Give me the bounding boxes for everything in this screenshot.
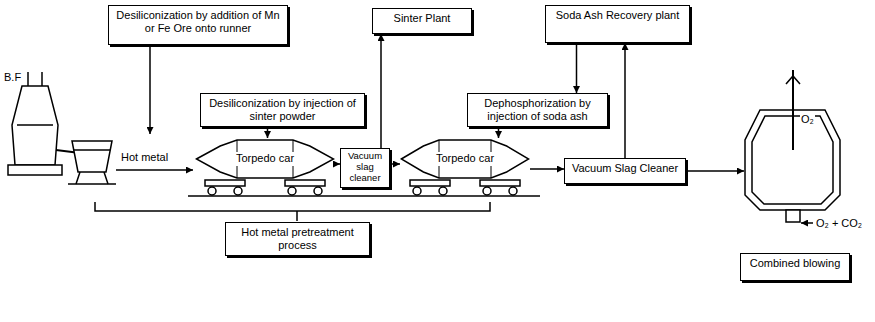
node-text: Combined blowing	[746, 257, 844, 270]
to-converter-arrow	[687, 170, 744, 172]
plant-box: Sinter Plant	[372, 8, 472, 34]
node-text: Torpedo car	[434, 152, 496, 165]
node-text: Vacuum Slag Cleaner	[570, 162, 680, 175]
plant-box: Soda Ash Recovery plant	[545, 5, 690, 43]
blast-furnace	[8, 72, 80, 175]
node-text: Dephosphorization by injection of soda a…	[473, 97, 602, 123]
node-text: Vacuum slag cleaner	[343, 151, 387, 184]
gas-label: O₂	[800, 112, 815, 126]
process-box: Combined blowing	[740, 253, 850, 281]
node-text: Hot metal pretreatment process	[231, 226, 364, 252]
ladle	[68, 141, 116, 184]
process-label-box: Hot metal pretreatment process	[225, 222, 370, 256]
flow-arrow	[530, 168, 564, 170]
process-box: Desiliconization by injection of sinter …	[200, 93, 365, 127]
flow-arrow	[498, 127, 500, 138]
torpedo-car: Torpedo car	[195, 138, 335, 180]
node-text: Sinter Plant	[378, 12, 466, 25]
flow-arrow	[267, 127, 269, 138]
torpedo-car: Torpedo car	[400, 138, 530, 180]
vacuum-slag-cleaner: Vacuum slag cleaner	[340, 148, 390, 188]
converter	[745, 70, 840, 222]
node-text: Torpedo car	[234, 152, 296, 165]
bracket	[95, 202, 490, 221]
flow-arrow	[624, 43, 626, 158]
flow-arrow	[576, 43, 578, 93]
hot-metal-arrow	[116, 169, 193, 171]
gas-label: O₂ + CO₂	[815, 216, 863, 230]
process-box: Dephosphorization by injection of soda a…	[467, 93, 608, 127]
stream-label: Hot metal	[120, 150, 169, 164]
flow-arrow	[390, 163, 400, 165]
furnace-label: B.F	[3, 70, 22, 84]
node-text: Soda Ash Recovery plant	[551, 9, 684, 22]
flow-arrow	[380, 34, 382, 148]
runner-arrow	[149, 47, 151, 134]
node-text: Desiliconization by addition of Mn or Fe…	[114, 9, 282, 35]
vacuum-slag-cleaner: Vacuum Slag Cleaner	[564, 158, 686, 184]
gas-arrow	[801, 222, 813, 224]
process-box: Desiliconization by addition of Mn or Fe…	[108, 5, 288, 45]
node-text: Desiliconization by injection of sinter …	[206, 97, 359, 123]
